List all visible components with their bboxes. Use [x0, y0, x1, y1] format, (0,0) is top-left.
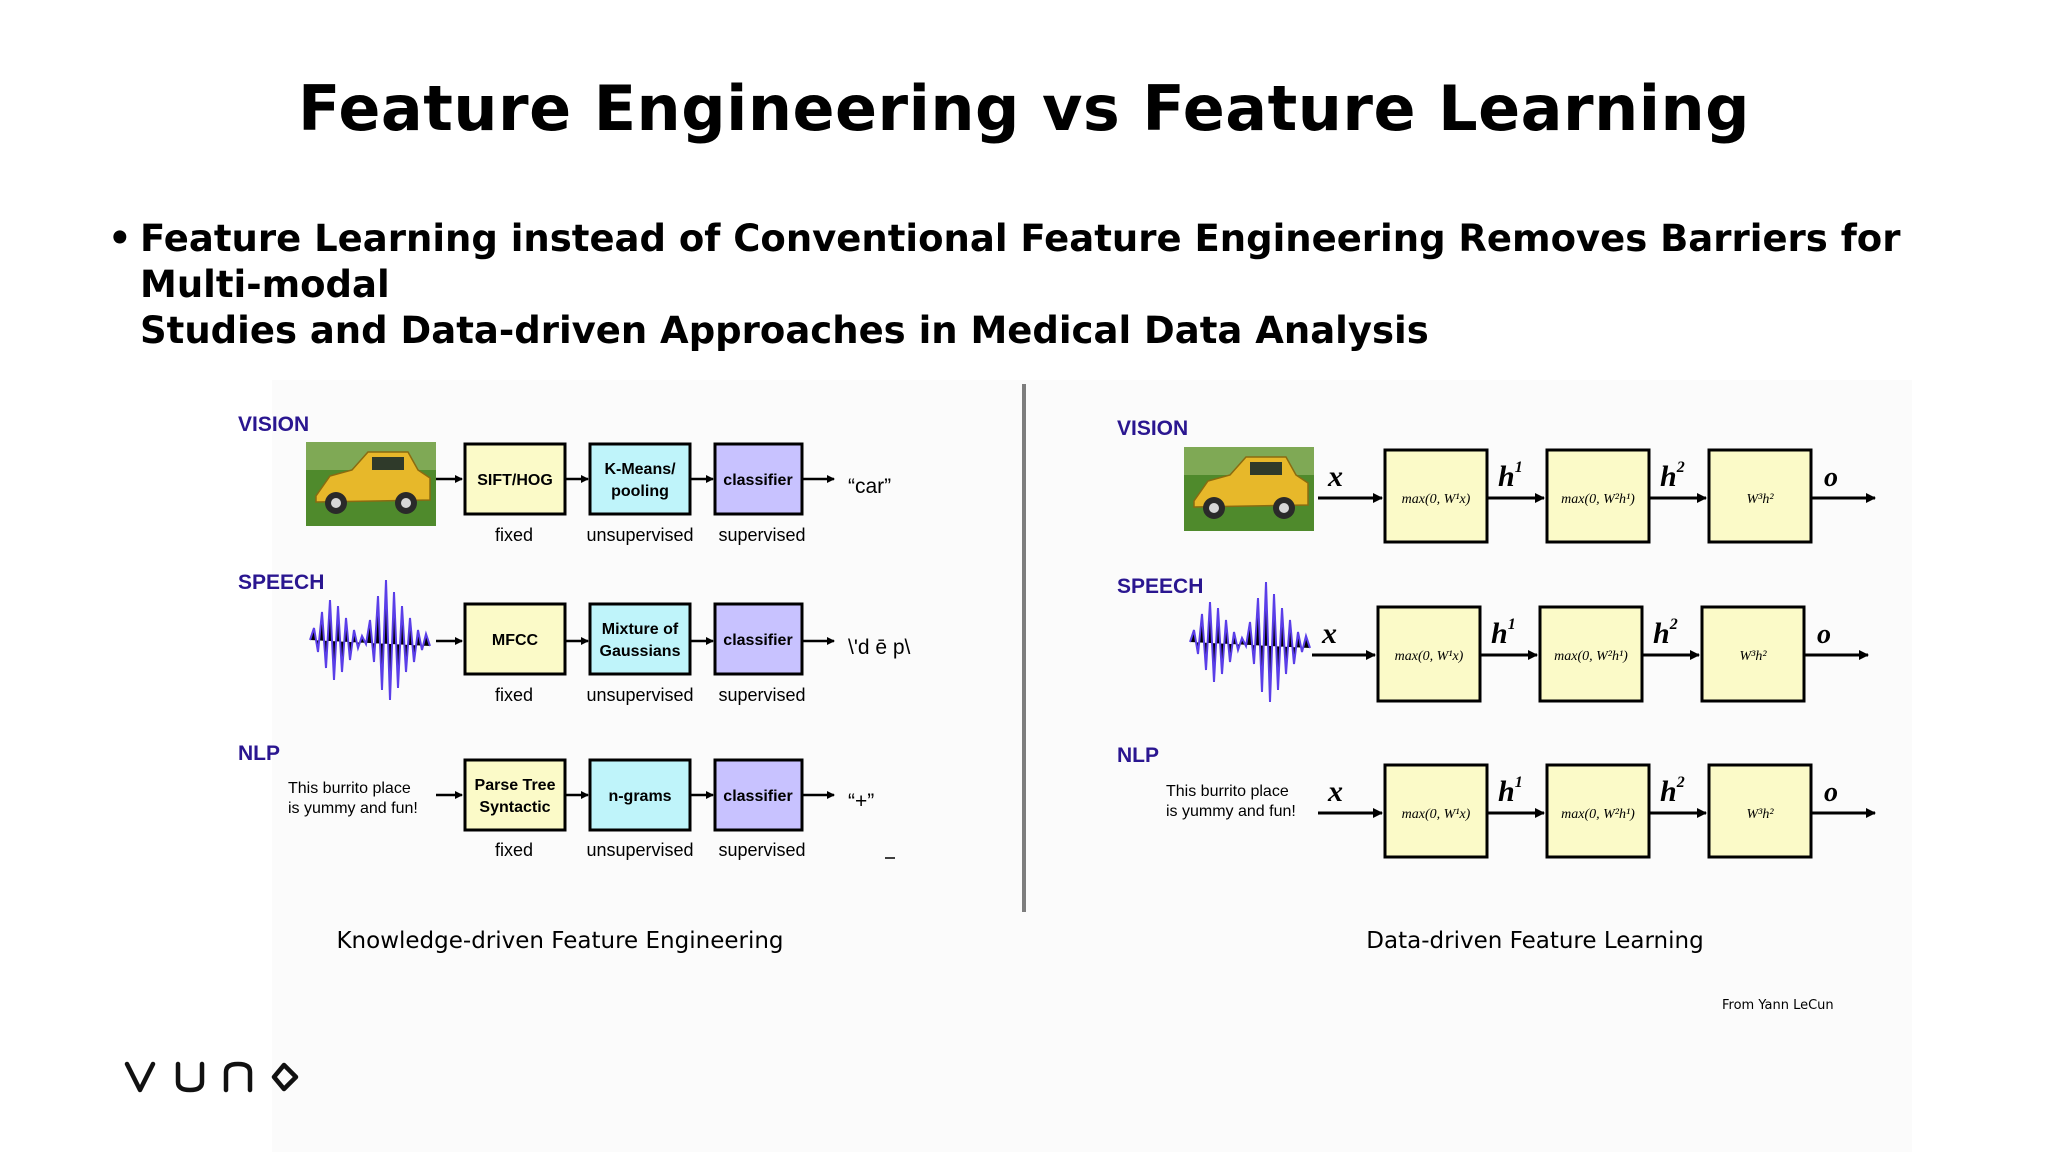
vision-sub-supervised: supervised [718, 525, 805, 545]
left-vision-pipeline: VISION SIFT/HOG K-Means/ pooling classif… [238, 413, 891, 545]
left-nlp-input-line2: is yummy and fun! [288, 800, 418, 817]
nlp-layer1-box [1383, 763, 1489, 859]
ngrams-box [588, 758, 692, 832]
nlp-h2: h2 [1660, 774, 1685, 808]
right-speech-waveform [1189, 581, 1311, 703]
mixture-gaussians-box [588, 602, 692, 676]
nlp-output: “+” [848, 790, 874, 813]
pooling-label: pooling [611, 483, 669, 500]
nlp-x: x [1327, 775, 1343, 808]
left-speech-label: SPEECH [238, 571, 324, 594]
vision-layer1-label: max(0, W¹x) [1402, 492, 1471, 507]
left-nlp-pipeline: NLP This burrito place is yummy and fun!… [238, 742, 895, 860]
nlp-layer2-box [1545, 763, 1651, 859]
speech-output: \'d ē p\ [848, 636, 911, 659]
vision-layer2-box [1545, 448, 1651, 544]
speech-sub-supervised: supervised [718, 685, 805, 705]
bullet-point: • Feature Learning instead of Convention… [108, 216, 1958, 354]
nlp-layer3-box [1707, 763, 1813, 859]
vision-layer3-box [1707, 448, 1813, 544]
vision-sub-fixed: fixed [495, 525, 533, 545]
left-vision-label: VISION [238, 413, 309, 436]
speech-classifier-box [713, 602, 804, 676]
nlp-sub-unsupervised: unsupervised [586, 840, 693, 860]
speech-layer1-label: max(0, W¹x) [1395, 649, 1464, 664]
vision-output: “car” [848, 475, 891, 498]
vision-h2: h2 [1660, 459, 1685, 493]
speech-layer2-label: max(0, W²h¹) [1554, 649, 1628, 664]
right-speech-label: SPEECH [1117, 575, 1203, 598]
kmeans-pooling-box [588, 442, 692, 516]
nlp-layer3-label: W³h² [1746, 807, 1774, 822]
mixture-label: Mixture of [602, 621, 679, 638]
right-car-image [1184, 447, 1314, 531]
ngrams-label: n-grams [608, 788, 671, 805]
vision-classifier-box [713, 442, 804, 516]
bullet-line-2: Studies and Data-driven Approaches in Me… [140, 309, 1429, 352]
parse-tree-label: Parse Tree [475, 777, 556, 794]
speech-sub-fixed: fixed [495, 685, 533, 705]
bullet-marker: • [108, 217, 132, 260]
right-vision-label: VISION [1117, 417, 1188, 440]
vision-layer3-label: W³h² [1746, 492, 1774, 507]
left-nlp-input-line1: This burrito place [288, 780, 411, 797]
bullet-line-1: Feature Learning instead of Conventional… [140, 217, 1901, 306]
vision-sub-unsupervised: unsupervised [586, 525, 693, 545]
mfcc-label: MFCC [492, 632, 539, 649]
right-nlp-label: NLP [1117, 744, 1159, 767]
nlp-layer1-label: max(0, W¹x) [1402, 807, 1471, 822]
panel-divider [1022, 384, 1026, 912]
sift-hog-label: SIFT/HOG [477, 472, 553, 489]
vision-o: o [1824, 462, 1838, 493]
vision-h1: h1 [1498, 459, 1523, 493]
gaussians-label: Gaussians [600, 643, 681, 660]
left-nlp-label: NLP [238, 742, 280, 765]
vision-x: x [1327, 460, 1343, 493]
sift-hog-box [463, 442, 567, 516]
speech-waveform [309, 579, 431, 701]
slide-title: Feature Engineering vs Feature Learning [297, 72, 1750, 145]
kmeans-label: K-Means/ [604, 461, 676, 478]
speech-h1: h1 [1491, 616, 1516, 650]
speech-x: x [1321, 617, 1337, 650]
right-caption: Data-driven Feature Learning [1366, 928, 1704, 954]
nlp-h1: h1 [1498, 774, 1523, 808]
nlp-o: o [1824, 777, 1838, 808]
left-speech-pipeline: SPEECH MFCC Mixture of Gaussians classif… [238, 571, 911, 705]
right-speech-network: SPEECH x max(0, W¹x) h1 max(0, W²h¹) h2 … [1117, 575, 1869, 703]
right-nlp-input-line2: is yummy and fun! [1166, 803, 1296, 820]
car-image [306, 442, 436, 526]
vision-layer1-box [1383, 448, 1489, 544]
nlp-classifier-box [713, 758, 804, 832]
nlp-sub-fixed: fixed [495, 840, 533, 860]
left-caption: Knowledge-driven Feature Engineering [336, 928, 784, 954]
speech-classifier-label: classifier [723, 632, 792, 649]
speech-sub-unsupervised: unsupervised [586, 685, 693, 705]
nlp-classifier-label: classifier [723, 788, 792, 805]
syntactic-label: Syntactic [479, 799, 550, 816]
speech-layer2-box [1538, 605, 1644, 703]
vision-layer2-label: max(0, W²h¹) [1561, 492, 1635, 507]
mfcc-box [463, 602, 567, 676]
vision-classifier-label: classifier [723, 472, 792, 489]
parse-tree-box [463, 758, 567, 832]
speech-o: o [1817, 619, 1831, 650]
vuno-logo [124, 1061, 299, 1093]
speech-h2: h2 [1653, 616, 1678, 650]
right-nlp-network: NLP This burrito place is yummy and fun!… [1117, 744, 1876, 859]
speech-layer3-label: W³h² [1739, 649, 1767, 664]
right-nlp-input-line1: This burrito place [1166, 783, 1289, 800]
nlp-sub-supervised: supervised [718, 840, 805, 860]
speech-layer3-box [1700, 605, 1806, 703]
nlp-layer2-label: max(0, W²h¹) [1561, 807, 1635, 822]
right-vision-network: VISION x max(0, W¹x) h1 max(0, W²h¹) h2 … [1117, 417, 1876, 544]
credit-text: From Yann LeCun [1722, 998, 1834, 1013]
